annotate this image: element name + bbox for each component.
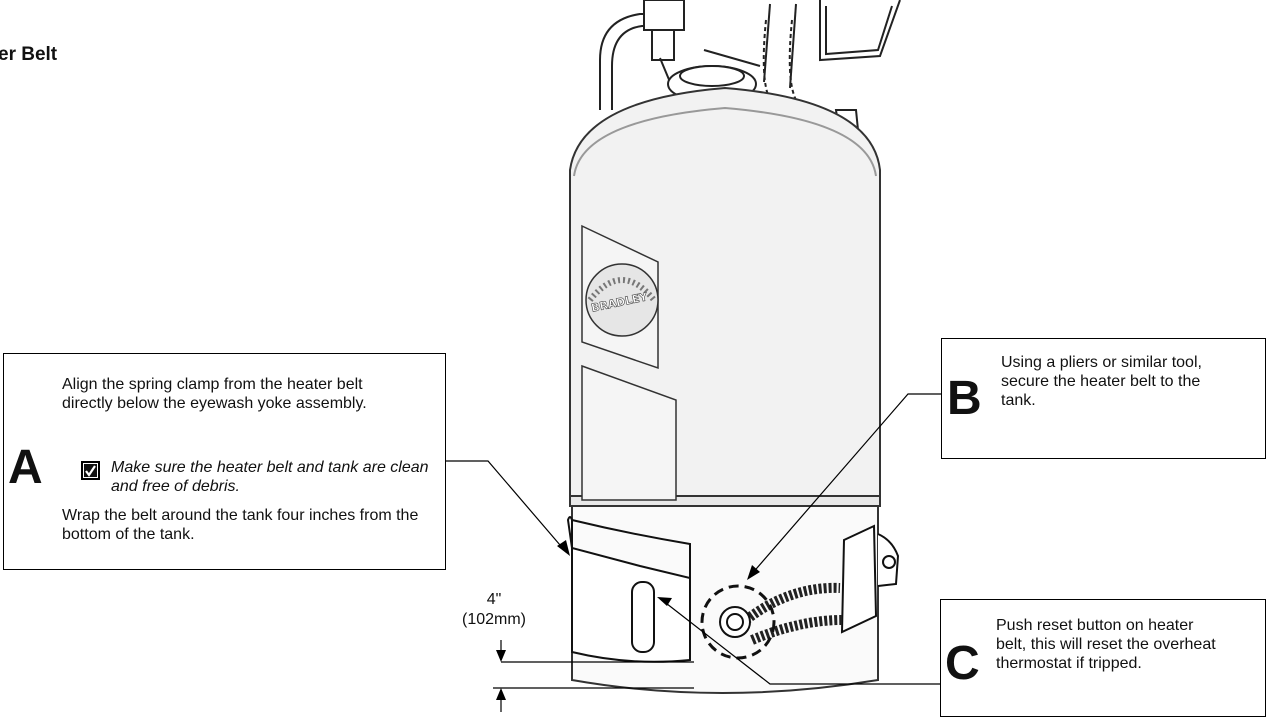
bradley-logo-panel: BRADLEY [581, 224, 677, 501]
callout-b: B Using a pliers or similar tool, secure… [941, 338, 1266, 459]
dimension-label: 4" (102mm) [438, 590, 550, 630]
callout-a-step-1: Align the spring clamp from the heater b… [62, 376, 367, 412]
callout-b-text: Using a pliers or similar tool, secure t… [1001, 354, 1202, 409]
dimension-value: 4" [486, 591, 502, 608]
callout-c-text: Push reset button on heater belt, this w… [996, 617, 1216, 672]
dimension-metric: (102mm) [461, 611, 526, 628]
arrowheads [557, 540, 760, 606]
checkbox-check-icon [81, 461, 100, 480]
detail-circle [700, 584, 776, 660]
callout-c-letter: C [945, 637, 980, 690]
callout-a: A Align the spring clamp from the heater… [3, 353, 446, 570]
dimension-arrows [496, 650, 506, 700]
callout-a-note: Make sure the heater belt and tank are c… [111, 459, 429, 495]
heater-belt [566, 516, 900, 663]
spring-clamp [719, 582, 843, 645]
page-title: er Belt [0, 44, 58, 65]
callout-b-letter: B [947, 372, 982, 425]
callout-a-step-2: Wrap the belt around the tank four inche… [62, 507, 419, 543]
leader-lines [445, 393, 941, 685]
callout-a-letter: A [8, 441, 43, 494]
callout-c: C Push reset button on heater belt, this… [940, 599, 1266, 717]
